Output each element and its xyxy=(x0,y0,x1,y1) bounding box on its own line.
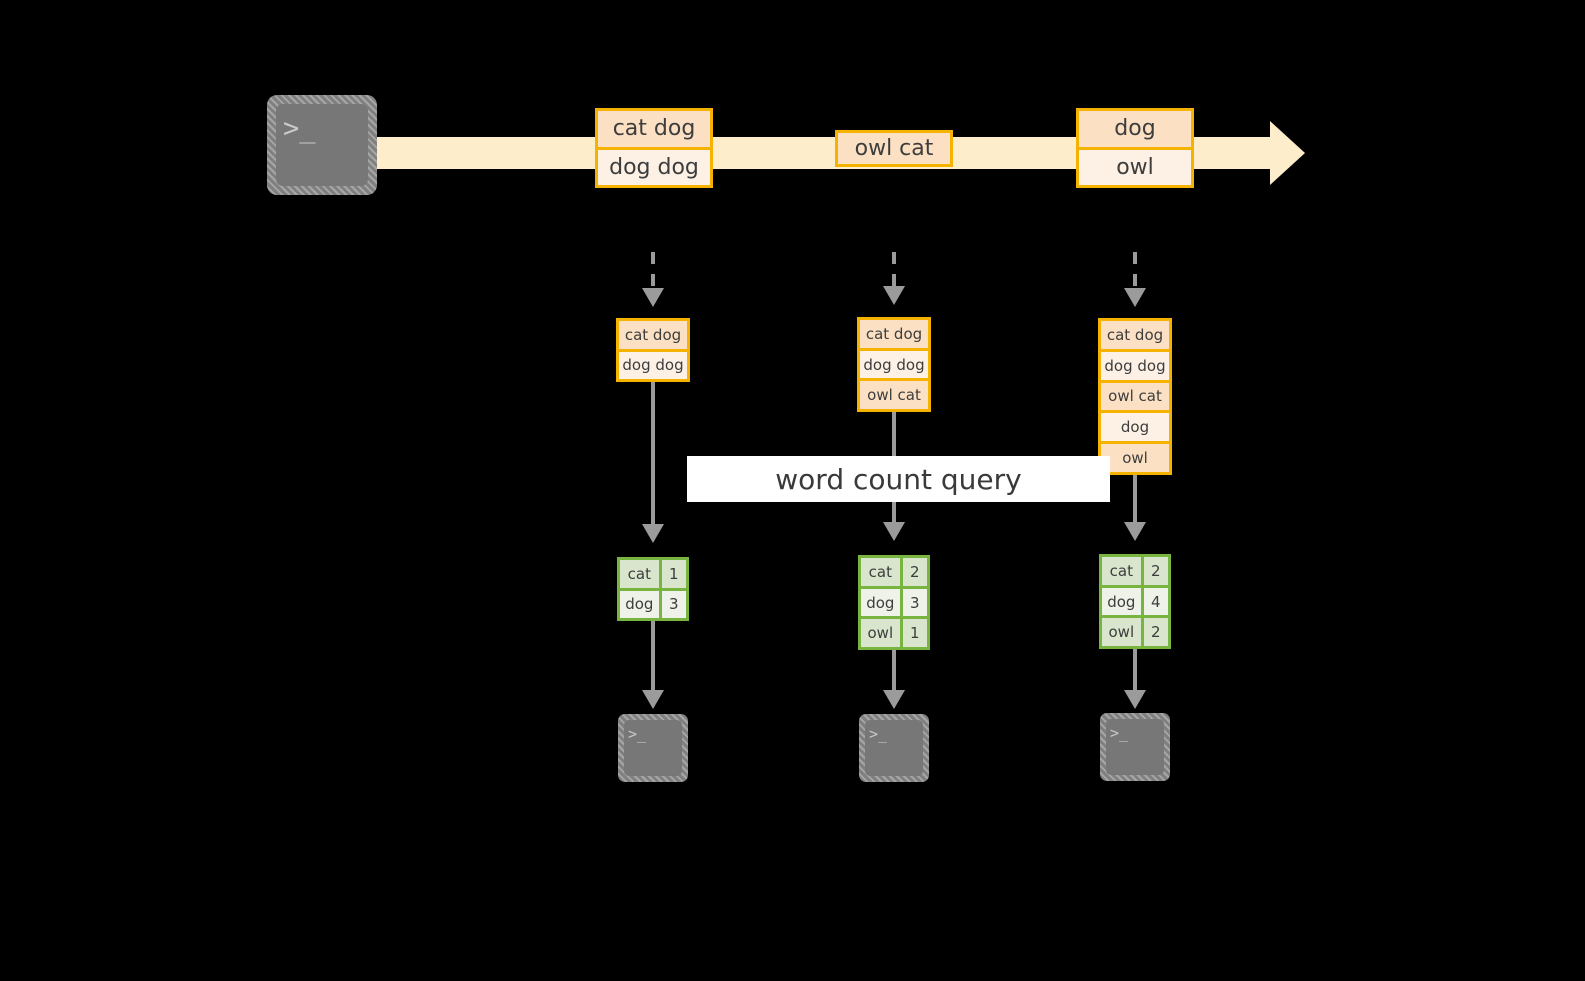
snapshot-3-query-arrow-head-icon xyxy=(1124,522,1146,541)
snapshot-3-message-4: dog xyxy=(1101,410,1169,442)
producer-terminal-body xyxy=(276,104,368,186)
query-banner: word count query xyxy=(687,456,1110,502)
snapshot-3-result-count-3: 2 xyxy=(1140,618,1168,647)
stream-message-3-line-1: dog xyxy=(1079,111,1191,147)
snapshot-1-dashed-arrow-head-icon xyxy=(642,288,664,307)
snapshot-1-result-count-1: 1 xyxy=(658,560,686,588)
snapshot-3-result-word-1: cat xyxy=(1102,557,1141,585)
snapshot-1-query-arrow-head-icon xyxy=(642,524,664,543)
snapshot-2-consumer-terminal-icon: >_ xyxy=(859,714,929,782)
stream-message-2[interactable]: owl cat xyxy=(835,130,953,167)
snapshot-3-consumer-terminal-body xyxy=(1106,719,1164,775)
producer-prompt-glyph: >_ xyxy=(283,113,316,144)
snapshot-3-message-3: owl cat xyxy=(1101,379,1169,411)
snapshot-2-output-connector xyxy=(892,650,896,695)
snapshot-2-result-count-1: 2 xyxy=(899,558,927,586)
snapshot-1-message-list[interactable]: cat dog dog dog xyxy=(616,318,690,382)
query-banner-label: word count query xyxy=(775,462,1022,496)
stream-message-2-line-1: owl cat xyxy=(838,133,950,164)
snapshot-2-result-table[interactable]: cat 2 dog 3 owl 1 xyxy=(858,555,930,650)
snapshot-2-result-word-2: dog xyxy=(861,588,900,617)
snapshot-3-dashed-arrow-head-icon xyxy=(1124,288,1146,307)
snapshot-3-result-row-1: cat 2 xyxy=(1102,557,1168,585)
snapshot-2-message-list[interactable]: cat dog dog dog owl cat xyxy=(857,317,931,412)
snapshot-3-consumer-terminal-icon: >_ xyxy=(1100,713,1170,781)
snapshot-3-result-word-2: dog xyxy=(1102,587,1141,616)
stream-message-1[interactable]: cat dog dog dog xyxy=(595,108,713,188)
snapshot-1-result-count-2: 3 xyxy=(658,590,686,618)
snapshot-1-consumer-terminal-icon: >_ xyxy=(618,714,688,782)
snapshot-2-result-count-2: 3 xyxy=(899,588,927,617)
snapshot-2-result-word-3: owl xyxy=(861,619,900,648)
stream-message-1-line-1: cat dog xyxy=(598,111,710,147)
stream-message-3-line-2: owl xyxy=(1079,146,1191,185)
snapshot-2-consumer-prompt-glyph: >_ xyxy=(869,725,888,743)
snapshot-1-result-word-2: dog xyxy=(620,590,659,618)
snapshot-1-result-table[interactable]: cat 1 dog 3 xyxy=(617,557,689,621)
snapshot-3-result-count-1: 2 xyxy=(1140,557,1168,585)
snapshot-1-message-1: cat dog xyxy=(619,321,687,349)
snapshot-3-result-count-2: 4 xyxy=(1140,587,1168,616)
snapshot-1-output-connector xyxy=(651,621,655,695)
snapshot-1-output-arrow-head-icon xyxy=(642,690,664,709)
stream-arrow-head-icon xyxy=(1270,121,1305,185)
snapshot-3-result-table[interactable]: cat 2 dog 4 owl 2 xyxy=(1099,554,1171,649)
snapshot-3-message-1: cat dog xyxy=(1101,321,1169,349)
snapshot-3-result-row-3: owl 2 xyxy=(1102,615,1168,647)
snapshot-3-consumer-prompt-glyph: >_ xyxy=(1110,724,1129,742)
snapshot-2-dashed-arrow-head-icon xyxy=(883,286,905,305)
snapshot-2-dashed-connector xyxy=(892,252,896,292)
snapshot-3-output-arrow-head-icon xyxy=(1124,690,1146,709)
snapshot-3-message-list[interactable]: cat dog dog dog owl cat dog owl xyxy=(1098,318,1172,475)
snapshot-1-consumer-terminal-body xyxy=(624,720,682,776)
snapshot-1-consumer-prompt-glyph: >_ xyxy=(628,725,647,743)
stream-message-3[interactable]: dog owl xyxy=(1076,108,1194,188)
snapshot-2-message-2: dog dog xyxy=(860,347,928,379)
snapshot-2-result-count-3: 1 xyxy=(899,619,927,648)
snapshot-2-message-3: owl cat xyxy=(860,378,928,410)
snapshot-2-query-arrow-head-icon xyxy=(883,522,905,541)
snapshot-2-consumer-terminal-body xyxy=(865,720,923,776)
snapshot-3-result-row-2: dog 4 xyxy=(1102,584,1168,616)
snapshot-2-result-row-1: cat 2 xyxy=(861,558,927,586)
producer-terminal-icon: >_ xyxy=(267,95,377,195)
snapshot-3-dashed-connector xyxy=(1133,252,1137,294)
snapshot-2-message-1: cat dog xyxy=(860,320,928,348)
snapshot-2-output-arrow-head-icon xyxy=(883,690,905,709)
snapshot-1-dashed-connector xyxy=(651,252,655,294)
snapshot-1-result-row-1: cat 1 xyxy=(620,560,686,588)
snapshot-3-output-connector xyxy=(1133,649,1137,695)
snapshot-3-message-2: dog dog xyxy=(1101,348,1169,380)
snapshot-2-result-word-1: cat xyxy=(861,558,900,586)
snapshot-3-result-word-3: owl xyxy=(1102,618,1141,647)
stream-message-1-line-2: dog dog xyxy=(598,146,710,185)
snapshot-3-query-connector xyxy=(1133,475,1137,529)
snapshot-2-result-row-3: owl 1 xyxy=(861,616,927,648)
snapshot-1-result-word-1: cat xyxy=(620,560,659,588)
snapshot-3-message-5: owl xyxy=(1101,441,1169,472)
snapshot-2-result-row-2: dog 3 xyxy=(861,585,927,617)
snapshot-1-result-row-2: dog 3 xyxy=(620,587,686,618)
snapshot-1-message-2: dog dog xyxy=(619,348,687,379)
snapshot-1-query-connector xyxy=(651,382,655,530)
